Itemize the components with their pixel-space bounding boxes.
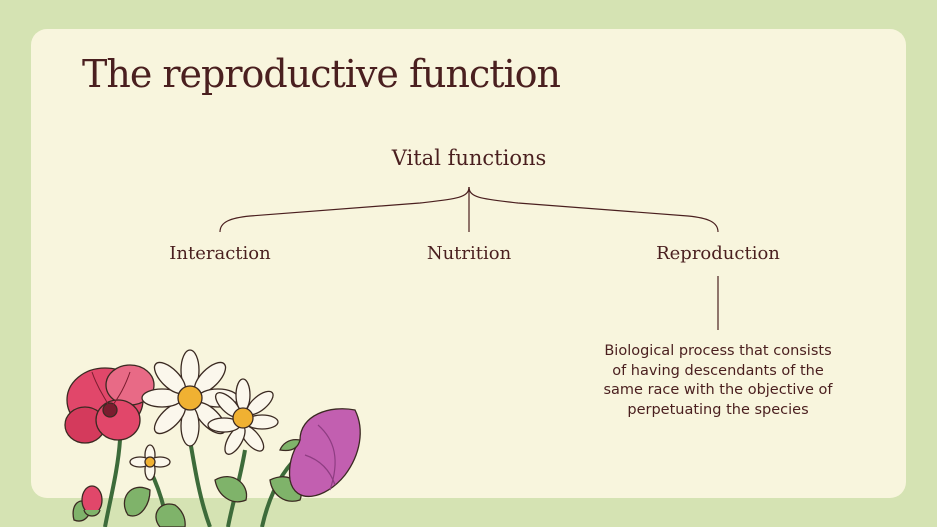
reproduction-description: Biological process that consists of havi… — [603, 343, 833, 418]
slide-title: The reproductive function — [82, 52, 561, 96]
diagram-node-reproduction: Reproduction — [656, 243, 780, 264]
diagram-root-node: Vital functions — [391, 146, 547, 170]
diagram-node-nutrition: Nutrition — [426, 243, 512, 264]
diagram-node-interaction: Interaction — [169, 243, 271, 264]
